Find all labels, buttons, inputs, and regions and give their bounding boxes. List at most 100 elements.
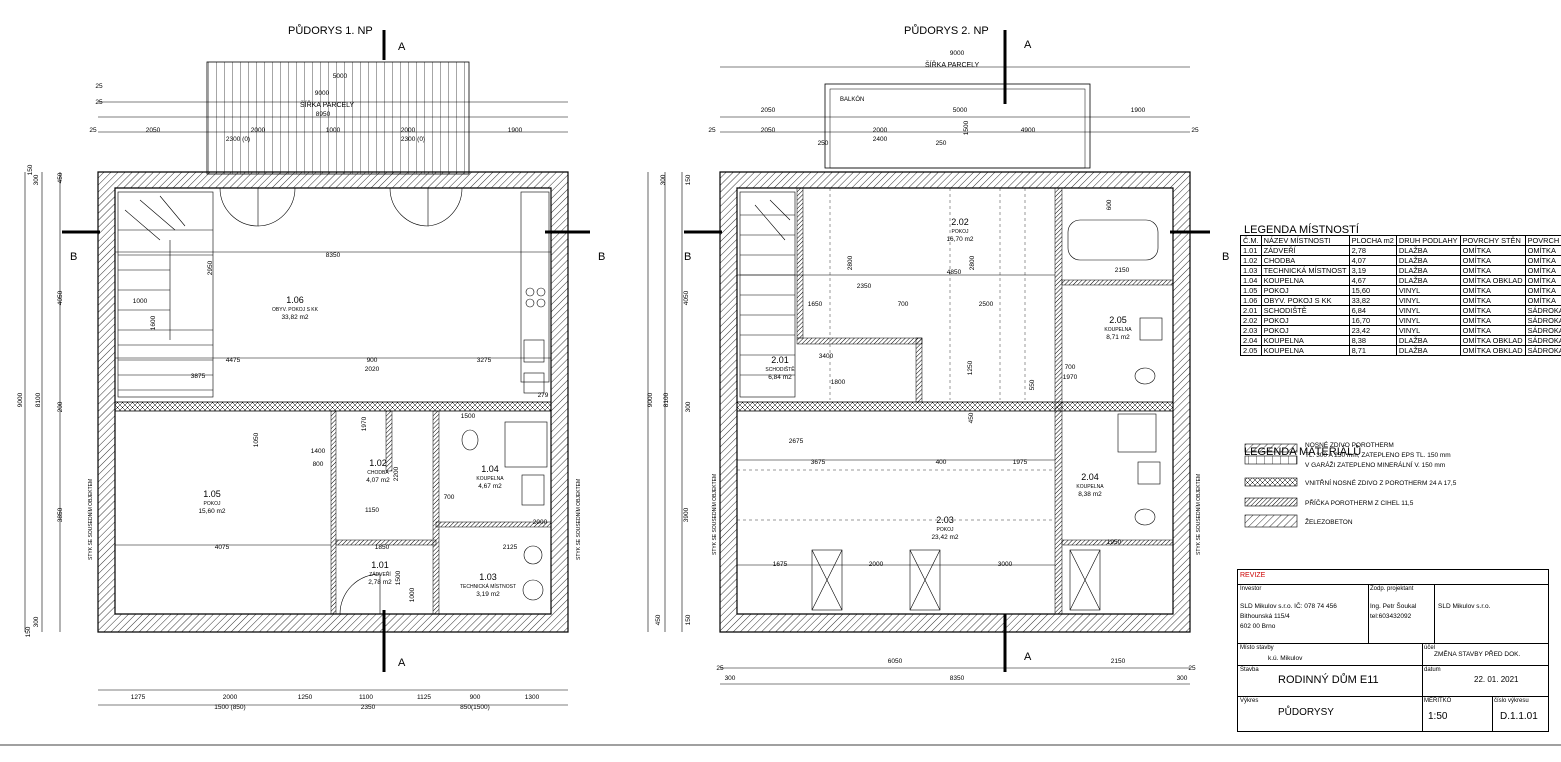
room-legend-col-header: PLOCHA m2 (1348, 235, 1397, 246)
dimension-label: 900 (367, 357, 378, 364)
room-area: 3,19 m2 (476, 591, 500, 598)
dimension-label: 9000 (17, 392, 24, 407)
room-name: KOUPELNA (476, 476, 504, 482)
roof-windows-2np (811, 549, 1101, 611)
dimension-label: 900 (470, 694, 481, 701)
room-legend-cell: OMÍTKA (1524, 255, 1561, 266)
dimension-label: 2950 (207, 260, 214, 275)
room-number: 2.02 (951, 217, 969, 227)
plot-width-label-2np: ŠÍŘKA PARCELY (925, 60, 980, 69)
room-legend-cell: 4,07 (1348, 255, 1397, 266)
dimension-label: 25 (95, 99, 103, 106)
investor-line-1: SLD Mikulov s.r.o. IČ: 078 74 456 (1240, 603, 1337, 610)
staircase-1np (117, 191, 214, 398)
room-name: OBYV. POKOJ S KK (272, 307, 319, 313)
date-value: 22. 01. 2021 (1474, 675, 1519, 684)
room-legend-cell: OMÍTKA (1459, 285, 1526, 296)
room-legend-cell: DLAŽBA (1395, 275, 1461, 286)
balcony-inner (829, 88, 1086, 169)
room-area: 15,60 m2 (198, 508, 225, 515)
party-wall-label-1np-left: STYK SE SOUSEDNÍM OBJEKTEM (87, 479, 94, 560)
section-b-right-2np: B (1222, 251, 1229, 263)
room-legend-cell: 1.01 (1240, 245, 1262, 256)
material-item-2: TL. 300 A 250 mm, ZATEPLENO EPS TL. 150 … (1305, 452, 1451, 459)
room-legend-cell: OMÍTKA (1459, 325, 1526, 336)
room-legend-cell: OMÍTKA OBKLAD (1459, 345, 1526, 356)
room-legend-cell: OMÍTKA (1459, 255, 1526, 266)
room-legend-cell: CHODBA (1260, 255, 1350, 266)
dimension-label: 9000 (647, 392, 654, 407)
room-legend-cell: 1.02 (1240, 255, 1262, 266)
room-legend-cell: 2.03 (1240, 325, 1262, 336)
partition-1np-c (435, 521, 552, 528)
room-name: KOUPELNA (1076, 484, 1104, 490)
room-legend-cell: OMÍTKA (1459, 305, 1526, 316)
party-wall-label-2np-right: STYK SE SOUSEDNÍM OBJEKTEM (1195, 474, 1202, 555)
dimension-label: 1500 (395, 570, 402, 585)
dimension-label: 550 (1029, 379, 1036, 390)
room-legend-cell: OMÍTKA (1524, 295, 1561, 306)
dimension-label: 1970 (361, 416, 368, 431)
room-legend-cell: ZÁDVEŘÍ (1260, 245, 1350, 256)
dimension-label: 2300 (0) (226, 136, 250, 143)
balcony-label: BALKÓN (840, 96, 864, 103)
building-value: RODINNÝ DŮM E11 (1278, 674, 1379, 686)
room-name: ZÁDVEŘÍ (369, 570, 391, 578)
designer-label: Zodp. projektant (1370, 586, 1414, 592)
room-number: 1.06 (286, 295, 304, 305)
dimension-label: 450 (968, 412, 975, 423)
room-legend-cell: DLAŽBA (1395, 245, 1461, 256)
room-legend-cell: OMÍTKA (1524, 285, 1561, 296)
balcony-outline (824, 83, 1091, 169)
room-legend-cell: VINYL (1395, 315, 1461, 326)
room-legend-cell: OMÍTKA (1459, 295, 1526, 306)
dimension-label: 2350 (857, 283, 872, 290)
revize-label: REVIZE (1240, 572, 1266, 579)
dim-lines-2np (647, 66, 1190, 685)
dimension-label: 2000 (873, 127, 888, 134)
dimension-label: 8950 (316, 111, 331, 118)
room-legend-cell: OMÍTKA OBKLAD (1459, 275, 1526, 286)
section-b-left-2np: B (684, 251, 691, 263)
material-item-3: V GARÁŽI ZATEPLENO MINERÁLNÍ V. 150 mm (1305, 460, 1445, 469)
room-area: 2,78 m2 (368, 579, 392, 586)
room-legend-cell: 4,67 (1348, 275, 1397, 286)
dimension-label: 1900 (508, 127, 523, 134)
room-legend-cell: 2.02 (1240, 315, 1262, 326)
dimension-label: 1500 (850) (214, 704, 245, 711)
dimension-label: 700 (1065, 364, 1076, 371)
room-area: 16,70 m2 (946, 236, 973, 243)
material-item-6: ŽELEZOBETON (1305, 517, 1353, 526)
dimension-label: 8350 (326, 252, 341, 259)
section-a-top-1np: A (398, 41, 406, 53)
room-number: 1.01 (371, 560, 389, 570)
room-legend-cell: POKOJ (1260, 315, 1350, 326)
dimension-label: 25 (95, 83, 103, 90)
room-legend-cell: SÁDROKARTON (1524, 305, 1561, 316)
dimension-label: 8350 (950, 675, 965, 682)
drawing-label: Výkres (1240, 698, 1259, 704)
party-wall-label-2np-left: STYK SE SOUSEDNÍM OBJEKTEM (711, 474, 718, 555)
dimension-label: 4050 (57, 290, 64, 305)
dim-lines-1np (24, 101, 568, 706)
scale-value: 1:50 (1428, 711, 1448, 722)
dimension-label: 25 (89, 127, 97, 134)
room-legend-title: LEGENDA MÍSTNOSTÍ (1244, 223, 1360, 236)
dimension-label: 3900 (683, 507, 690, 522)
room-legend-cell: 3,19 (1348, 265, 1397, 276)
room-area: 6,84 m2 (768, 374, 792, 381)
dimension-label: 700 (898, 301, 909, 308)
dimension-label: 1970 (1063, 374, 1078, 381)
room-legend-cell: 2,78 (1348, 245, 1397, 256)
dimension-label: 5000 (333, 73, 348, 80)
dimension-label: 2675 (789, 438, 804, 445)
designer-line-2: tel:603432092 (1370, 613, 1412, 620)
partition-1np-a (330, 410, 337, 615)
room-legend-cell: OMÍTKA OBKLAD (1459, 335, 1526, 346)
dimension-label: 250 (936, 140, 947, 147)
outer-walls-2np (719, 171, 1191, 633)
